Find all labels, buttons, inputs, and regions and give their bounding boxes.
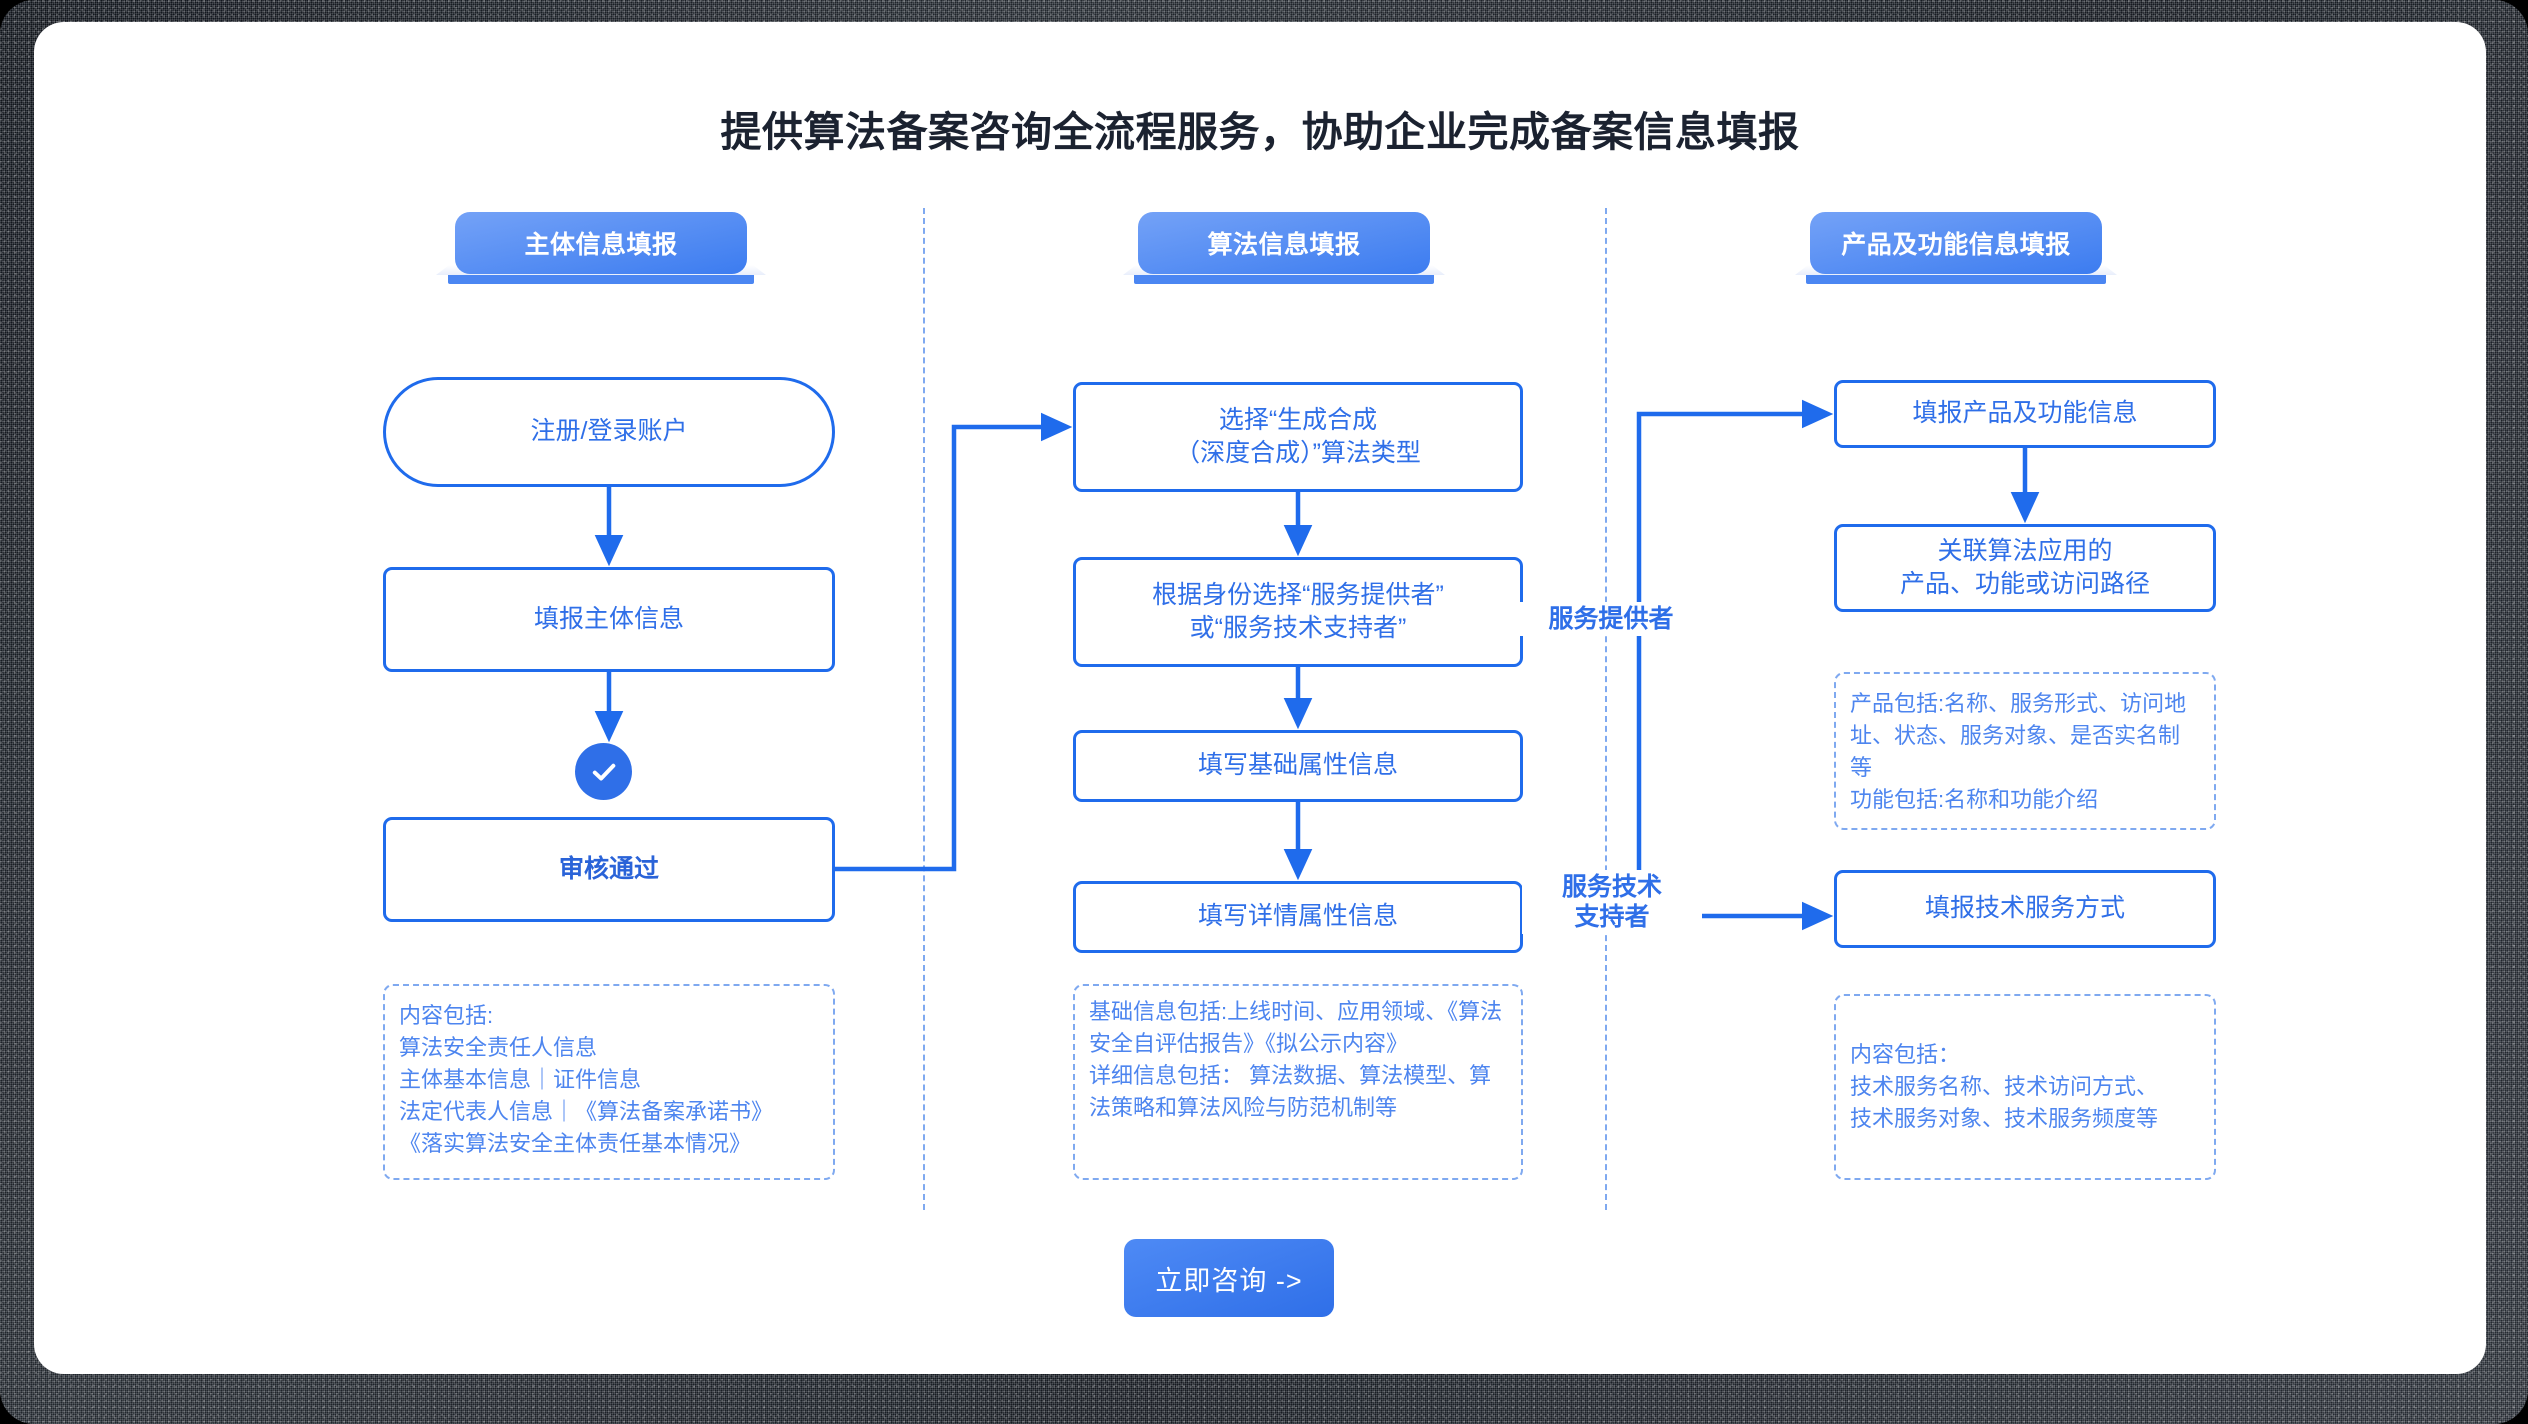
node-fill-product-info[interactable]: 填报产品及功能信息 bbox=[1834, 380, 2216, 448]
section-label-subject: 主体信息填报 bbox=[455, 212, 747, 274]
pedestal-foot bbox=[1134, 275, 1434, 284]
node-relate-algorithm-application[interactable]: 关联算法应用的 产品、功能或访问路径 bbox=[1834, 524, 2216, 612]
branch-label-tech-supporter: 服务技术 支持者 bbox=[1522, 870, 1702, 934]
check-circle-icon bbox=[575, 743, 632, 800]
pedestal-foot bbox=[1806, 275, 2106, 284]
section-header-product: 产品及功能信息填报 bbox=[1795, 212, 2117, 284]
section-label-algorithm: 算法信息填报 bbox=[1138, 212, 1430, 274]
node-select-identity[interactable]: 根据身份选择“服务提供者” 或“服务技术支持者” bbox=[1073, 557, 1523, 667]
flowchart-card: 提供算法备案咨询全流程服务，协助企业完成备案信息填报 主体信息填报 算法信息填报… bbox=[34, 22, 2486, 1374]
node-review-approved[interactable]: 审核通过 bbox=[383, 817, 835, 922]
node-fill-detail-attributes[interactable]: 填写详情属性信息 bbox=[1073, 881, 1523, 953]
page-title: 提供算法备案咨询全流程服务，协助企业完成备案信息填报 bbox=[720, 109, 1800, 155]
node-fill-subject-info[interactable]: 填报主体信息 bbox=[383, 567, 835, 672]
node-fill-base-attributes[interactable]: 填写基础属性信息 bbox=[1073, 730, 1523, 802]
section-label-product: 产品及功能信息填报 bbox=[1810, 212, 2102, 274]
section-header-subject: 主体信息填报 bbox=[436, 212, 766, 284]
note-subject-contents: 内容包括: 算法安全责任人信息 主体基本信息｜证件信息 法定代表人信息｜《算法备… bbox=[383, 984, 835, 1180]
note-tech-service-contents: 内容包括： 技术服务名称、技术访问方式、 技术服务对象、技术服务频度等 bbox=[1834, 994, 2216, 1180]
node-register-login[interactable]: 注册/登录账户 bbox=[383, 377, 835, 487]
column-divider-1 bbox=[923, 208, 925, 1210]
node-select-algorithm-type[interactable]: 选择“生成合成 （深度合成）”算法类型 bbox=[1073, 382, 1523, 492]
note-algorithm-contents: 基础信息包括:上线时间、应用领域、《算法安全自评估报告》《拟公示内容》 详细信息… bbox=[1073, 984, 1523, 1180]
section-header-algorithm: 算法信息填报 bbox=[1123, 212, 1445, 284]
consult-now-button[interactable]: 立即咨询 -> bbox=[1124, 1239, 1334, 1317]
column-divider-2 bbox=[1605, 208, 1607, 1210]
branch-label-service-provider: 服务提供者 bbox=[1502, 602, 1720, 636]
note-product-contents: 产品包括:名称、服务形式、访问地址、状态、服务对象、是否实名制等 功能包括:名称… bbox=[1834, 672, 2216, 830]
pedestal-foot bbox=[447, 275, 755, 284]
node-fill-tech-service-method[interactable]: 填报技术服务方式 bbox=[1834, 870, 2216, 948]
